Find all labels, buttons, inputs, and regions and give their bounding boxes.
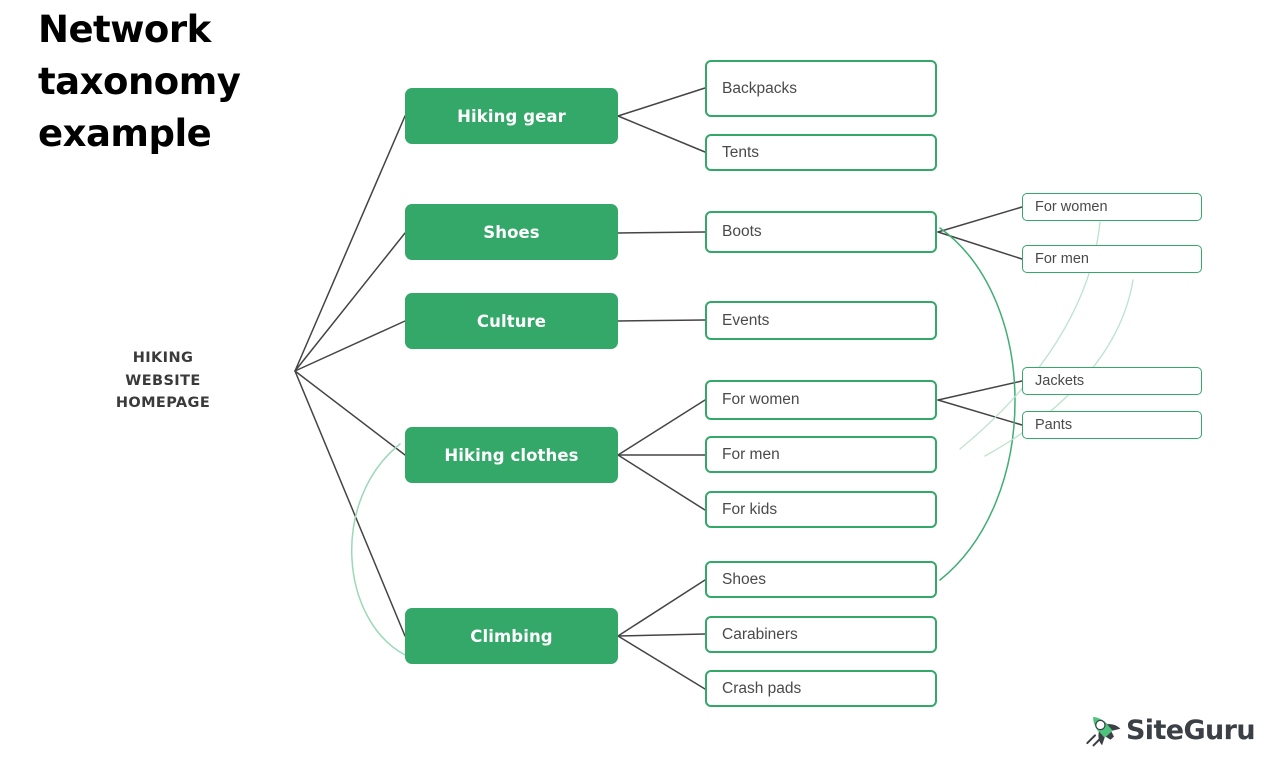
- node-label: Backpacks: [722, 79, 797, 97]
- node-boots-for-men[interactable]: For men: [1022, 245, 1202, 273]
- node-clothes-for-men[interactable]: For men: [705, 436, 937, 473]
- node-carabiners[interactable]: Carabiners: [705, 616, 937, 653]
- logo-text: SiteGuru: [1125, 714, 1256, 746]
- node-label: Boots: [722, 223, 762, 240]
- node-events[interactable]: Events: [705, 301, 937, 340]
- node-label: Shoes: [722, 570, 766, 588]
- edge-hikinggear-tents: [617, 115, 706, 153]
- node-boots[interactable]: Boots: [705, 211, 937, 253]
- edge-root-hiking-clothes: [294, 370, 406, 456]
- node-label: For kids: [722, 500, 778, 518]
- page-title: Network taxonomy example: [38, 8, 241, 155]
- edge-boots-forwomen: [937, 206, 1023, 233]
- node-label: Crash pads: [722, 679, 802, 697]
- node-label: Climbing: [470, 626, 553, 646]
- node-jackets[interactable]: Jackets: [1022, 367, 1202, 395]
- node-boots-for-women[interactable]: For women: [1022, 193, 1202, 221]
- node-clothes-for-kids[interactable]: For kids: [705, 491, 937, 528]
- node-label: For women: [722, 391, 800, 408]
- node-label: For men: [1035, 251, 1089, 267]
- node-climbing[interactable]: Climbing: [405, 608, 618, 664]
- edge-hikinggear-backpacks: [617, 87, 706, 117]
- edge-root-shoes: [294, 232, 406, 372]
- node-label: Pants: [1035, 417, 1073, 433]
- node-label: For women: [1035, 199, 1108, 215]
- node-culture[interactable]: Culture: [405, 293, 618, 349]
- node-pants[interactable]: Pants: [1022, 411, 1202, 439]
- edge-clothes-forwomen: [617, 399, 706, 456]
- node-crash-pads[interactable]: Crash pads: [705, 670, 937, 707]
- curve-boots-to-climbing-shoes: [939, 227, 1016, 581]
- edge-climbing-carabiners: [617, 633, 706, 637]
- node-label: For men: [722, 445, 780, 463]
- rocket-icon: [1086, 717, 1121, 747]
- node-label: Shoes: [483, 222, 540, 242]
- node-shoes[interactable]: Shoes: [405, 204, 618, 260]
- node-climbing-shoes[interactable]: Shoes: [705, 561, 937, 598]
- node-clothes-for-women[interactable]: For women: [705, 380, 937, 420]
- edge-boots-formen: [937, 231, 1023, 260]
- node-label: Hiking gear: [457, 106, 566, 126]
- node-backpacks[interactable]: Backpacks: [705, 60, 937, 117]
- node-label: Culture: [476, 311, 547, 331]
- node-tents[interactable]: Tents: [705, 134, 937, 171]
- siteguru-logo[interactable]: SiteGuru: [1085, 706, 1256, 754]
- node-hiking-gear[interactable]: Hiking gear: [405, 88, 618, 144]
- edge-clothes-forkids: [617, 454, 706, 511]
- edge-root-climbing: [294, 370, 406, 637]
- edge-climbing-crashpads: [617, 635, 706, 690]
- edge-forwomen-jackets: [937, 380, 1023, 401]
- edge-shoes-boots: [617, 231, 706, 234]
- node-label: Carabiners: [722, 625, 798, 643]
- node-label: Tents: [722, 143, 760, 161]
- node-label: Jackets: [1035, 373, 1085, 389]
- edge-climbing-shoes: [617, 579, 706, 637]
- node-label: Events: [722, 311, 770, 329]
- node-label: Hiking clothes: [444, 445, 579, 465]
- edge-root-culture: [294, 320, 406, 372]
- root-node-label: HIKING WEBSITE HOMEPAGE: [115, 350, 211, 411]
- edge-culture-events: [617, 319, 706, 322]
- node-hiking-clothes[interactable]: Hiking clothes: [405, 427, 618, 483]
- edge-forwomen-pants: [937, 399, 1023, 426]
- curve-climbing-to-hiking-clothes: [350, 443, 406, 656]
